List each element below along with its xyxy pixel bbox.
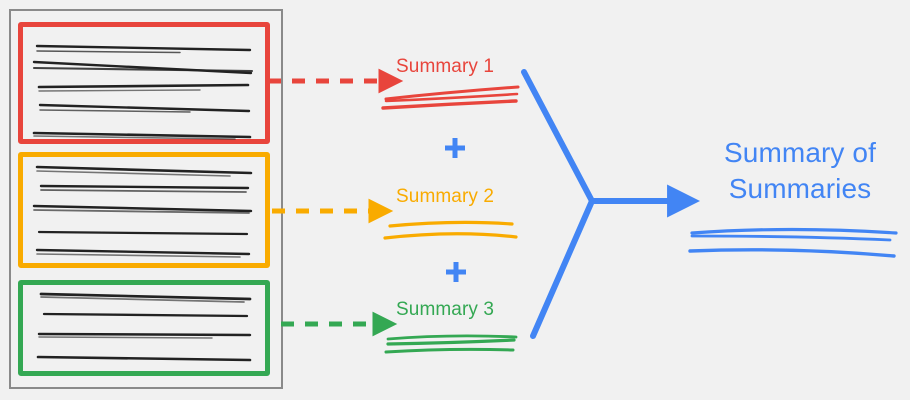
final-summary-scribble xyxy=(688,227,898,258)
final-summary-label: Summary of Summaries xyxy=(700,135,900,207)
summary-1-label: Summary 1 xyxy=(396,56,495,77)
summary-2-scribble xyxy=(383,220,518,240)
text-lines-green xyxy=(36,292,252,362)
summary-3-scribble xyxy=(384,334,518,354)
final-summary-line-1: Summary of xyxy=(724,137,876,168)
text-lines-amber xyxy=(32,165,253,258)
summary-1-scribble xyxy=(381,85,520,110)
merge-arrow-blue[interactable] xyxy=(521,69,701,339)
summary-2-label: Summary 2 xyxy=(396,186,495,207)
final-summary-line-2: Summaries xyxy=(728,173,872,204)
plus-operator-2 xyxy=(446,262,466,282)
chunk-group-red[interactable] xyxy=(18,22,270,144)
text-lines-red xyxy=(32,44,254,140)
plus-operator-1 xyxy=(445,138,465,158)
summary-3-label: Summary 3 xyxy=(396,299,495,320)
